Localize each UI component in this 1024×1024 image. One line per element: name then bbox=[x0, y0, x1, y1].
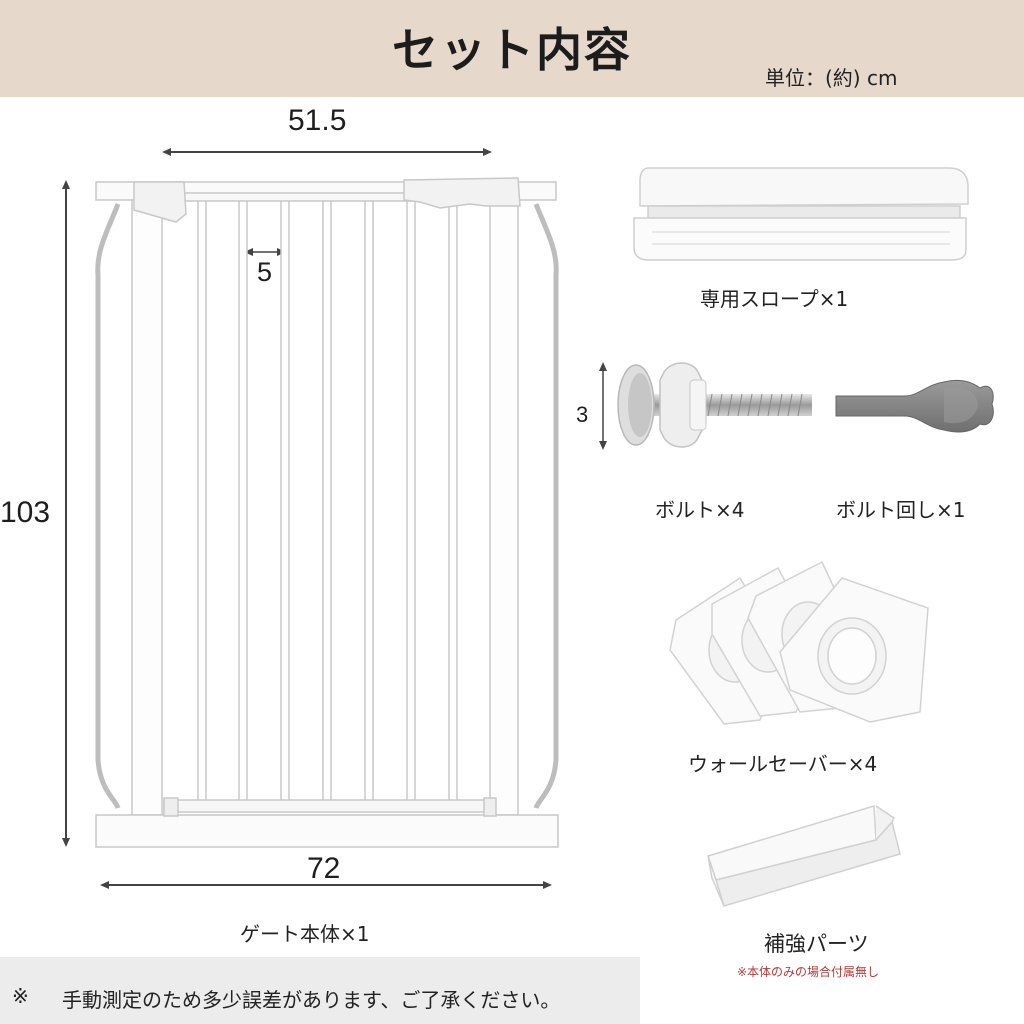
wrench-label: ボルト回し×1 bbox=[836, 498, 966, 522]
wrench-illustration bbox=[835, 379, 994, 433]
bar-gap-label: 5 bbox=[257, 257, 273, 287]
ramp-illustration bbox=[633, 167, 969, 261]
top-width-label: 51.5 bbox=[288, 104, 347, 137]
reinforcement-note: ※本体のみの場合付属無し bbox=[737, 965, 880, 979]
bottom-width-label: 72 bbox=[307, 852, 341, 885]
footer-note: 手動測定のため多少誤差があります、ご了承ください。 bbox=[62, 988, 561, 1012]
gate-illustration bbox=[95, 177, 559, 848]
wall-saver-illustration bbox=[669, 560, 929, 725]
gate-label: ゲート本体×1 bbox=[240, 922, 370, 946]
dimension-arrows bbox=[62, 148, 607, 889]
reinforcement-illustration bbox=[707, 805, 901, 907]
bolt-label: ボルト×4 bbox=[655, 498, 745, 522]
height-label: 103 bbox=[0, 496, 51, 529]
ramp-label: 専用スロープ×1 bbox=[700, 287, 849, 311]
page-title: セット内容 bbox=[392, 23, 632, 77]
unit-note: 単位：(約) cm bbox=[765, 66, 898, 90]
footer-band bbox=[0, 957, 640, 1024]
reinforcement-label: 補強パーツ bbox=[764, 932, 869, 956]
wall-saver-label: ウォールセーバー×4 bbox=[688, 752, 878, 776]
bolt-illustration bbox=[617, 362, 812, 448]
bolt-size-label: 3 bbox=[576, 402, 589, 427]
header-band bbox=[0, 0, 1024, 97]
footer-note-mark: ※ bbox=[12, 984, 29, 1008]
